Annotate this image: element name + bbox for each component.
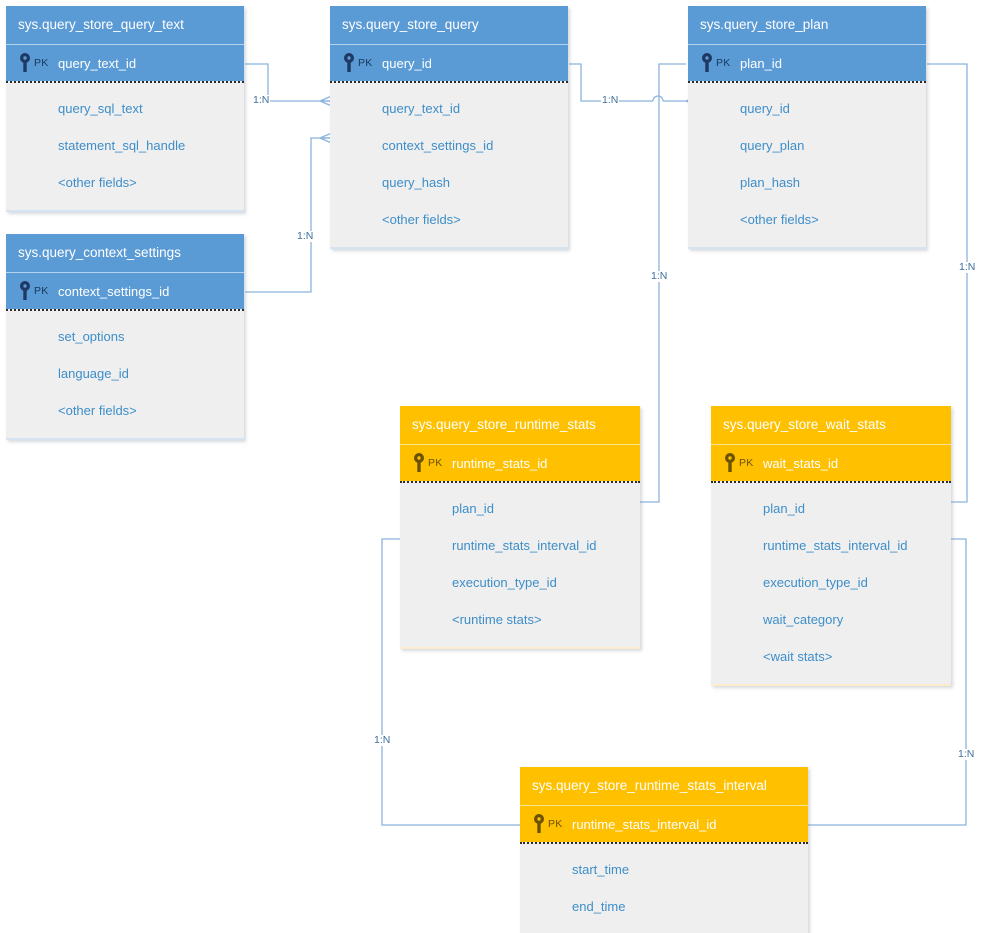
entity-field-list: query_id query_plan plan_hash <other fie… [688,81,926,247]
entity-title: sys.query_store_plan [688,6,926,44]
entity-pk-row[interactable]: PK runtime_stats_id [400,444,640,481]
pk-field-name: query_id [382,55,432,71]
entity-pk-row[interactable]: PK context_settings_id [6,272,244,309]
cardinality-label-plan-to-wait-stats: 1:N [958,261,977,273]
entity-field: language_id [58,366,129,381]
entity-pk-row[interactable]: PK wait_stats_id [711,444,951,481]
pk-badge: PK [739,457,754,469]
pk-field-name: query_text_id [58,55,137,71]
entity-field: end_time [572,899,626,914]
entity-field: query_plan [740,138,805,153]
entity-field: <wait stats> [763,649,833,664]
entity-query-store-query[interactable]: sys.query_store_query PK query_id query_… [330,6,568,249]
connector-query-to-plan [569,63,701,108]
entity-field: statement_sql_handle [58,138,186,153]
entity-field-list: set_options language_id <other fields> [6,309,244,438]
primary-key-icon [725,453,735,472]
entity-query-store-query-text[interactable]: sys.query_store_query_text PK query_text… [6,6,244,212]
entity-title: sys.query_store_wait_stats [711,406,951,444]
entity-title: sys.query_store_runtime_stats [400,406,640,444]
pk-badge: PK [358,57,373,69]
entity-query-context-settings[interactable]: sys.query_context_settings PK context_se… [6,234,244,440]
pk-field-name: context_settings_id [58,283,170,299]
entity-field: <runtime stats> [452,612,542,627]
entity-field-list: query_sql_text statement_sql_handle <oth… [6,81,244,210]
cardinality-label-wait-stats-to-interval: 1:N [957,748,976,760]
primary-key-icon [344,53,354,72]
entity-pk-row[interactable]: PK runtime_stats_interval_id [520,805,808,842]
cardinality-label-context-settings-to-query: 1:N [296,230,315,242]
entity-field-list: plan_id runtime_stats_interval_id execut… [400,481,640,647]
pk-field-name: runtime_stats_interval_id [572,816,717,832]
cardinality-label-query-to-plan: 1:N [601,94,620,106]
entity-field: set_options [58,329,125,344]
entity-title: sys.query_store_runtime_stats_interval [520,767,808,805]
entity-field: wait_category [763,612,844,627]
entity-field: query_id [740,101,790,116]
entity-field: plan_hash [740,175,800,190]
primary-key-icon [414,453,424,472]
primary-key-icon [534,814,544,833]
pk-badge: PK [428,457,443,469]
entity-field: execution_type_id [763,575,868,590]
pk-badge: PK [34,57,49,69]
entity-field: query_sql_text [58,101,143,116]
primary-key-icon [20,53,30,72]
cardinality-label-query-text-to-query: 1:N [252,94,271,106]
entity-query-store-plan[interactable]: sys.query_store_plan PK plan_id query_id… [688,6,926,249]
entity-field: <other fields> [382,212,461,227]
entity-field: start_time [572,862,630,877]
entity-pk-row[interactable]: PK query_text_id [6,44,244,81]
entity-title: sys.query_store_query_text [6,6,244,44]
entity-pk-row[interactable]: PK query_id [330,44,568,81]
entity-field: query_hash [382,175,450,190]
entity-field: <other fields> [58,175,137,190]
pk-field-name: runtime_stats_id [452,455,548,471]
entity-field: runtime_stats_interval_id [763,538,908,553]
primary-key-icon [20,281,30,300]
entity-title: sys.query_store_query [330,6,568,44]
entity-pk-row[interactable]: PK plan_id [688,44,926,81]
entity-field: <other fields> [58,403,137,418]
primary-key-icon [702,53,712,72]
entity-query-store-runtime-stats-interval[interactable]: sys.query_store_runtime_stats_interval P… [520,767,808,933]
cardinality-label-plan-to-runtime-stats: 1:N [650,270,669,282]
entity-field: <other fields> [740,212,819,227]
entity-field-list: start_time end_time [520,842,808,933]
entity-field: query_text_id [382,101,461,116]
entity-field: execution_type_id [452,575,557,590]
entity-query-store-wait-stats[interactable]: sys.query_store_wait_stats PK wait_stats… [711,406,951,686]
entity-title: sys.query_context_settings [6,234,244,272]
pk-badge: PK [716,57,731,69]
entity-field: context_settings_id [382,138,494,153]
entity-field: plan_id [452,501,494,516]
entity-field-list: query_text_id context_settings_id query_… [330,81,568,247]
pk-badge: PK [34,285,49,297]
entity-query-store-runtime-stats[interactable]: sys.query_store_runtime_stats PK runtime… [400,406,640,649]
pk-field-name: plan_id [740,55,782,71]
entity-field: plan_id [763,501,805,516]
pk-badge: PK [548,818,563,830]
connector-context-settings-to-query [245,131,335,293]
cardinality-label-runtime-stats-to-interval: 1:N [373,734,392,746]
pk-field-name: wait_stats_id [763,455,839,471]
entity-field-list: plan_id runtime_stats_interval_id execut… [711,481,951,684]
entity-field: runtime_stats_interval_id [452,538,597,553]
